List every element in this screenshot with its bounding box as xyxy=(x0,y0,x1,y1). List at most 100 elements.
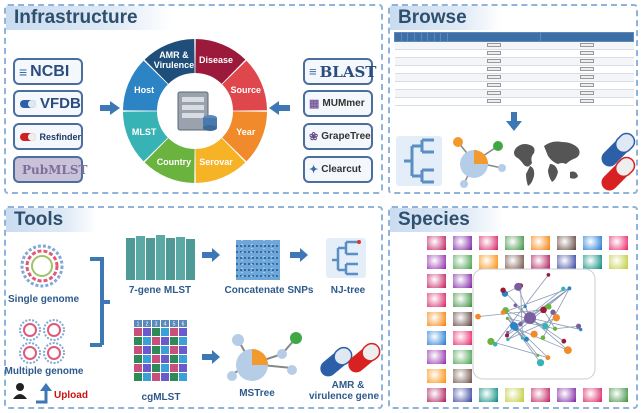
network-node xyxy=(550,309,556,315)
grid-cell xyxy=(152,337,160,345)
network-node xyxy=(561,338,567,344)
bacteria-image xyxy=(608,387,629,403)
species-title: Species xyxy=(390,208,504,232)
table-row[interactable] xyxy=(394,41,634,50)
network-node xyxy=(530,330,538,338)
network-node xyxy=(536,359,545,367)
wheel-label: Virulence xyxy=(154,60,194,70)
amr-label: AMR & xyxy=(331,380,365,391)
multiple-genome-label: Multiple genome xyxy=(4,366,84,377)
grid-cell xyxy=(152,364,160,372)
network-node xyxy=(506,337,510,342)
grid-cell xyxy=(161,373,169,381)
branch-bracket xyxy=(90,257,110,347)
server-icon xyxy=(159,75,231,147)
grid-cell xyxy=(143,346,151,354)
species-panel: Species xyxy=(388,206,638,409)
bacteria-image xyxy=(582,235,603,251)
single-genome-icon xyxy=(20,244,64,288)
wheel-label: Host xyxy=(134,85,154,95)
grid-cell xyxy=(143,328,151,336)
cgmlst-label: cgMLST xyxy=(141,392,181,403)
bacteria-image xyxy=(426,235,447,251)
wheel-segment xyxy=(195,138,246,183)
wheel-segment xyxy=(222,60,267,111)
grid-cell xyxy=(143,337,151,345)
network-node xyxy=(536,353,540,357)
mummer-icon: ▦ xyxy=(309,98,320,110)
bacteria-image xyxy=(426,387,447,403)
network-node xyxy=(505,333,510,338)
arrow-right-icon xyxy=(202,248,220,262)
browse-table[interactable] xyxy=(394,32,635,106)
bacteria-image xyxy=(452,387,473,403)
grid-cell xyxy=(161,337,169,345)
infrastructure-title: Infrastructure xyxy=(6,6,172,30)
browse-panel: Browse xyxy=(388,4,638,194)
tree-icon xyxy=(396,136,442,186)
ncbi-icon: ≡ xyxy=(19,63,28,80)
grid-cell xyxy=(170,355,178,363)
wheel-segment xyxy=(144,39,195,84)
nj-tree-icon xyxy=(326,238,366,278)
species-network xyxy=(472,268,596,380)
grid-cell xyxy=(152,346,160,354)
network-node xyxy=(514,282,523,291)
bacteria-image xyxy=(452,235,473,251)
grid-cell xyxy=(152,355,160,363)
blast-icon: ≡ xyxy=(309,64,317,79)
upload-label[interactable]: Upload xyxy=(54,390,88,401)
table-row[interactable] xyxy=(394,65,634,74)
grid-header-label: 3 xyxy=(155,322,158,328)
network-node xyxy=(506,330,510,335)
bacteria-image xyxy=(504,235,525,251)
wheel-label: Year xyxy=(236,127,256,137)
table-row[interactable] xyxy=(394,57,634,66)
table-row[interactable] xyxy=(394,89,634,98)
network-node xyxy=(542,323,549,330)
grid-cell xyxy=(143,364,151,372)
grapetree-icon: ❀ xyxy=(309,131,319,143)
grid-header-label: 6 xyxy=(182,322,185,328)
bacteria-image xyxy=(504,387,525,403)
vfdb-logo: VFDB xyxy=(13,90,83,117)
network-node xyxy=(545,355,551,361)
table-row[interactable] xyxy=(394,97,634,106)
wheel-label: AMR & xyxy=(159,50,189,60)
capsule-icon xyxy=(20,99,36,108)
grapetree-logo: ❀ GrapeTree xyxy=(303,123,373,150)
tools-title: Tools xyxy=(6,208,98,232)
network-node xyxy=(475,313,481,320)
network-node xyxy=(509,322,518,330)
bacteria-image xyxy=(452,292,473,308)
network-node xyxy=(513,303,518,308)
table-row[interactable] xyxy=(394,81,634,90)
table-row[interactable] xyxy=(394,73,634,82)
grid-cell xyxy=(134,355,142,363)
grid-cell xyxy=(161,346,169,354)
grid-cell xyxy=(152,328,160,336)
wheel-label: Source xyxy=(231,85,262,95)
grid-cell xyxy=(161,328,169,336)
snp-matrix-icon xyxy=(236,240,280,280)
grid-header-cell xyxy=(161,320,169,327)
table-header xyxy=(394,32,635,42)
grid-cell xyxy=(170,337,178,345)
bacteria-image xyxy=(530,235,551,251)
grid-cell xyxy=(161,355,169,363)
grid-cell xyxy=(179,373,187,381)
resfinder-logo: Resfinder xyxy=(13,123,83,150)
bacteria-image xyxy=(556,387,577,403)
network-node xyxy=(552,326,558,331)
arrow-down-icon xyxy=(506,112,522,131)
network-node xyxy=(500,287,506,293)
bacteria-image xyxy=(582,254,603,270)
bacteria-image xyxy=(478,387,499,403)
bacteria-image xyxy=(478,235,499,251)
grid-header-cell xyxy=(143,320,151,327)
table-row[interactable] xyxy=(394,49,634,58)
browse-title: Browse xyxy=(390,6,501,30)
bacteria-image xyxy=(608,235,629,251)
mlst7-label: 7-gene MLST xyxy=(128,285,192,296)
